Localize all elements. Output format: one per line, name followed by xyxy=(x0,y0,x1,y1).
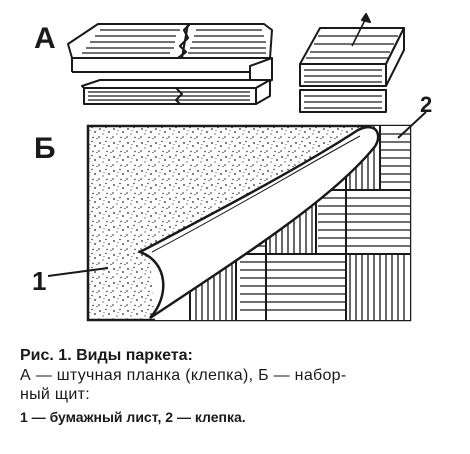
panel-b-label: Б xyxy=(34,132,56,165)
curl-highlight xyxy=(151,135,361,253)
callout-2-label: 2 xyxy=(420,92,432,117)
caption-line-1: А — штучная планка (клепка), Б — набор- xyxy=(20,367,347,384)
panel-a-label: А xyxy=(34,22,56,55)
caption-title: Рис. 1. Виды паркета: xyxy=(20,347,193,364)
callout-1-line xyxy=(47,267,109,277)
figure-caption: Рис. 1. Виды паркета: А — штучная планка… xyxy=(20,346,460,428)
callout-2-line xyxy=(397,111,427,139)
caption-line-2: ный щит: xyxy=(20,386,90,403)
plank-single-right xyxy=(299,13,405,113)
caption-legend: 1 — бумажный лист, 2 — клепка. xyxy=(20,409,246,425)
parquet-panel xyxy=(86,124,412,322)
curled-sheet xyxy=(136,125,380,320)
callout-1-label: 1 xyxy=(32,266,46,296)
parquet-figure: А Б xyxy=(32,13,432,322)
plank-stack-left xyxy=(67,23,273,105)
